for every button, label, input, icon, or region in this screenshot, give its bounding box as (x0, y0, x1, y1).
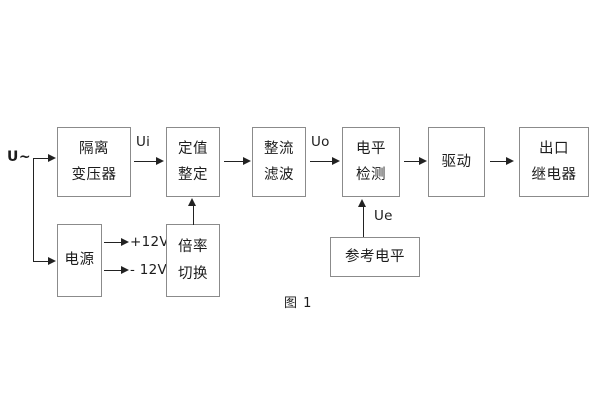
arrow-multiplier-to-setting (188, 198, 196, 206)
arrow-negative-12v (121, 266, 129, 274)
block-isolation-transformer: 隔离 变压器 (57, 127, 131, 197)
block-level-detection-line1: 电平 (356, 140, 386, 157)
line-ui (134, 161, 157, 162)
signal-label-uo: Uo (311, 134, 330, 150)
block-isolation-transformer-line1: 隔离 (79, 140, 109, 157)
source-bus-top-branch (33, 158, 49, 159)
line-driver-to-output-relay (490, 161, 510, 162)
signal-label-ui: Ui (136, 134, 151, 150)
line-level-to-driver (404, 161, 424, 162)
block-setting-value-line2: 整定 (178, 167, 208, 183)
block-level-detection: 电平 检测 (342, 127, 400, 197)
block-rectifier-filter-line1: 整流 (264, 140, 294, 157)
arrow-setting-to-rectifier (243, 157, 251, 165)
arrow-to-power-supply (48, 257, 56, 265)
block-multiplier-switch-line2: 切换 (178, 265, 208, 282)
block-driver: 驱动 (428, 127, 485, 197)
line-multiplier-to-setting (193, 206, 194, 225)
arrow-driver-to-output-relay (506, 157, 514, 165)
line-negative-12v (104, 270, 122, 271)
block-reference-level: 参考电平 (330, 237, 420, 277)
arrow-ui-to-setting-value (156, 157, 164, 165)
arrow-positive-12v (121, 238, 129, 246)
block-multiplier-switch: 倍率 切换 (166, 224, 220, 297)
block-level-detection-line2: 检测 (356, 167, 386, 183)
source-bus-bottom-branch (33, 261, 49, 262)
block-output-relay-line1: 出口 (539, 140, 569, 157)
figure-caption: 图 1 (284, 296, 313, 311)
block-power-supply-line1: 电源 (64, 252, 95, 269)
output-label-negative-12v: - 12V (130, 262, 168, 278)
block-output-relay: 出口 继电器 (519, 127, 589, 197)
block-driver-line1: 驱动 (441, 153, 472, 170)
block-rectifier-filter: 整流 滤波 (252, 127, 306, 197)
source-voltage-label: U~ (7, 149, 32, 165)
line-uo (310, 161, 333, 162)
source-bus-vertical-line (33, 158, 34, 262)
line-ue (363, 206, 364, 237)
arrow-level-to-driver (419, 157, 427, 165)
block-output-relay-line2: 继电器 (531, 167, 577, 183)
block-setting-value-line1: 定值 (178, 140, 208, 157)
signal-label-ue: Ue (374, 208, 393, 224)
block-multiplier-switch-line1: 倍率 (178, 239, 208, 256)
block-isolation-transformer-line2: 变压器 (71, 167, 117, 183)
line-setting-to-rectifier (224, 161, 244, 162)
arrow-ue-to-level-detection (358, 199, 366, 207)
line-positive-12v (104, 242, 122, 243)
block-rectifier-filter-line2: 滤波 (264, 167, 294, 183)
block-setting-value: 定值 整定 (166, 127, 220, 197)
block-reference-level-line1: 参考电平 (345, 248, 405, 265)
output-label-positive-12v: +12V (130, 234, 169, 250)
arrow-uo-to-level-detection (332, 157, 340, 165)
arrow-to-isolation-transformer (48, 154, 56, 162)
block-power-supply: 电源 (57, 224, 102, 297)
